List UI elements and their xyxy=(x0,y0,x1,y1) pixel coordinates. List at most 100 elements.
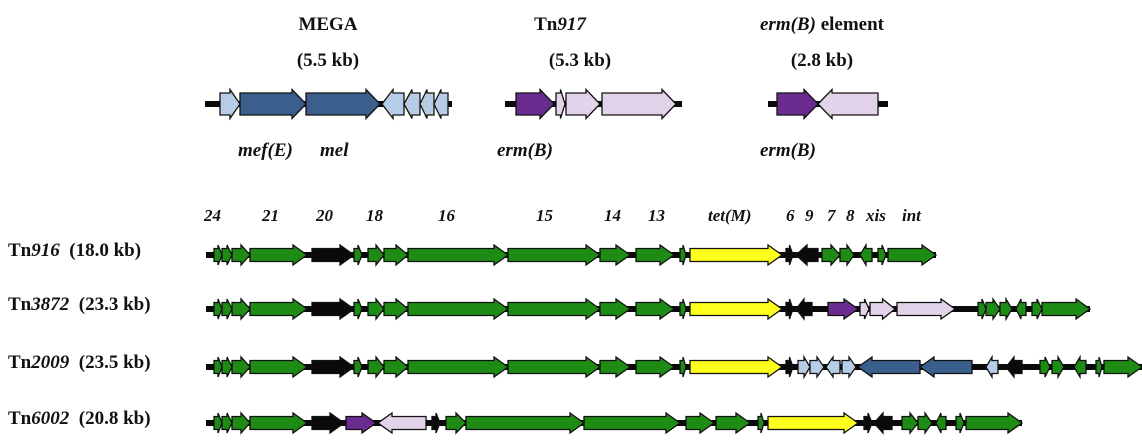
gene-arrow xyxy=(1095,356,1103,378)
row-label-tn2009: Tn2009 (23.5 kb) xyxy=(8,352,151,373)
gene-arrow xyxy=(795,297,813,321)
gene-arrow xyxy=(213,356,223,378)
gene-arrow xyxy=(757,412,765,434)
gene-arrow xyxy=(839,242,855,268)
gene-arrow xyxy=(231,297,251,321)
orf20-arrow xyxy=(311,243,356,267)
gene-arrow xyxy=(869,297,897,321)
orf-number: 13 xyxy=(648,206,665,225)
orf-number: 16 xyxy=(438,206,455,225)
gene-label-mefe: mef(E) xyxy=(238,140,293,161)
gene-arrow xyxy=(797,354,811,380)
gene-arrow xyxy=(1051,354,1065,380)
gene-arrow xyxy=(873,411,893,435)
orf-number: 9 xyxy=(805,206,814,225)
row-label-tn3872: Tn3872 (23.3 kb) xyxy=(8,294,151,315)
orf20-arrow xyxy=(311,297,356,321)
gene-arrow xyxy=(213,244,223,266)
orf15-arrow xyxy=(583,411,682,435)
orf14-arrow xyxy=(685,411,716,435)
ermb-arrow xyxy=(776,87,819,121)
gene-arrow xyxy=(901,411,919,435)
gene-arrow xyxy=(825,354,841,380)
gene-arrow xyxy=(785,298,794,320)
gene-arrow xyxy=(977,298,987,320)
gene-arrow xyxy=(367,297,385,321)
gene-arrow xyxy=(896,297,957,321)
orf21-arrow xyxy=(249,243,309,267)
orf13-arrow xyxy=(635,297,676,321)
orf14-arrow xyxy=(599,355,632,379)
gene-arrow xyxy=(376,411,427,435)
gene-arrow xyxy=(1073,354,1087,380)
gene-arrow xyxy=(213,412,223,434)
orf-number: tet(M) xyxy=(708,206,752,225)
gene-arrow xyxy=(231,355,251,379)
tetm-arrow xyxy=(689,355,784,379)
ermb-element-size: (2.8 kb) xyxy=(790,50,854,71)
gene-arrow xyxy=(221,298,233,320)
gene-arrow xyxy=(679,244,687,266)
gene-arrow xyxy=(367,355,385,379)
mef-e-arrow xyxy=(239,87,307,121)
gene-arrow xyxy=(353,298,363,320)
gene-arrow xyxy=(863,412,873,434)
row-label-tn916: Tn916 (18.0 kb) xyxy=(8,240,142,261)
gene-arrow xyxy=(877,244,887,266)
tetm-arrow xyxy=(689,243,784,267)
ermb-arrow xyxy=(515,87,555,121)
mega-size: (5.5 kb) xyxy=(296,50,360,71)
gene-arrow xyxy=(999,296,1013,322)
orf-number: 18 xyxy=(366,206,383,225)
int-arrow xyxy=(1103,355,1142,379)
gene-arrow xyxy=(795,243,819,267)
mega-title: MEGA xyxy=(298,14,358,35)
gene-arrow xyxy=(955,412,965,434)
gene-arrow xyxy=(213,298,223,320)
tetm-arrow xyxy=(767,411,860,435)
orf-number: 15 xyxy=(536,206,553,225)
mega-orf xyxy=(433,89,449,119)
orf13-arrow xyxy=(635,243,676,267)
orf-number: 6 xyxy=(786,206,795,225)
gene-arrow xyxy=(985,296,1001,322)
gene-arrow xyxy=(353,244,363,266)
ermb-arrow xyxy=(827,297,860,321)
ermb-arrow xyxy=(345,411,378,435)
gene-arrow xyxy=(431,412,441,434)
gene-arrow xyxy=(859,298,870,320)
orf20-arrow xyxy=(311,411,346,435)
row-label-tn6002: Tn6002 (20.8 kb) xyxy=(8,408,151,429)
orf-number: 24 xyxy=(204,206,221,225)
orf15-arrow xyxy=(507,297,602,321)
gene-arrow xyxy=(383,355,410,379)
orf21-arrow xyxy=(249,411,309,435)
gene-arrow xyxy=(353,356,363,378)
orf-number: 7 xyxy=(827,206,836,225)
gene-arrow xyxy=(221,244,233,266)
gene-arrow xyxy=(1039,356,1051,378)
gene-arrow xyxy=(785,356,794,378)
int-arrow xyxy=(1041,297,1092,321)
gene-arrow xyxy=(221,412,233,434)
gene-arrow xyxy=(231,243,251,267)
gene-arrow xyxy=(917,410,933,436)
gene-label-ermb-tn917: erm(B) xyxy=(497,140,553,161)
orf13-arrow xyxy=(715,411,752,435)
orf21-arrow xyxy=(249,355,309,379)
tn917-size: (5.3 kb) xyxy=(548,50,612,71)
gene-arrow xyxy=(841,354,857,380)
orf16-arrow xyxy=(465,411,586,435)
gene-arrow xyxy=(367,243,385,267)
mega-orf xyxy=(381,87,405,121)
tn917-orf xyxy=(555,89,566,119)
mel-arrow xyxy=(305,87,381,121)
gene-arrow xyxy=(1031,298,1043,320)
tn917-title: Tn917 xyxy=(534,14,586,35)
orf-number: 8 xyxy=(846,206,855,225)
gene-arrow xyxy=(785,244,794,266)
gene-arrow xyxy=(809,354,825,380)
mel-arrow xyxy=(856,355,921,379)
gene-arrow xyxy=(231,411,251,435)
